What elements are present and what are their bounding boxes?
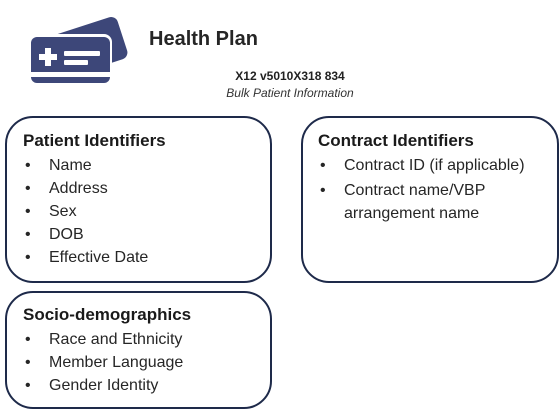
page-title: Health Plan	[149, 28, 258, 50]
contract-identifiers-box: Contract Identifiers Contract ID (if app…	[301, 116, 559, 283]
socio-demographics-title: Socio-demographics	[23, 305, 192, 324]
list-item: Effective Date	[21, 246, 261, 269]
list-item: DOB	[21, 223, 261, 246]
subheader: X12 v5010X318 834 Bulk Patient Informati…	[190, 68, 390, 102]
list-item: Name	[21, 154, 261, 177]
transaction-code: X12 v5010X318 834	[235, 69, 345, 83]
socio-demographics-list: Race and Ethnicity Member Language Gende…	[21, 328, 266, 397]
contract-identifiers-title: Contract Identifiers	[318, 131, 474, 150]
list-item: Race and Ethnicity	[21, 328, 266, 351]
socio-demographics-box: Socio-demographics Race and Ethnicity Me…	[5, 291, 272, 409]
list-item: Gender Identity	[21, 374, 266, 397]
list-item: Contract ID (if applicable)	[316, 154, 546, 177]
contract-identifiers-list: Contract ID (if applicable) Contract nam…	[316, 154, 546, 227]
patient-identifiers-list: Name Address Sex DOB Effective Date	[21, 154, 261, 269]
list-item: Address	[21, 177, 261, 200]
list-item: Contract name/VBP arrangement name	[316, 179, 546, 225]
list-item: Sex	[21, 200, 261, 223]
insurance-card-icon	[22, 6, 132, 86]
patient-identifiers-title: Patient Identifiers	[23, 131, 166, 150]
transaction-subtitle: Bulk Patient Information	[226, 86, 354, 100]
patient-identifiers-box: Patient Identifiers Name Address Sex DOB…	[5, 116, 272, 283]
list-item: Member Language	[21, 351, 266, 374]
